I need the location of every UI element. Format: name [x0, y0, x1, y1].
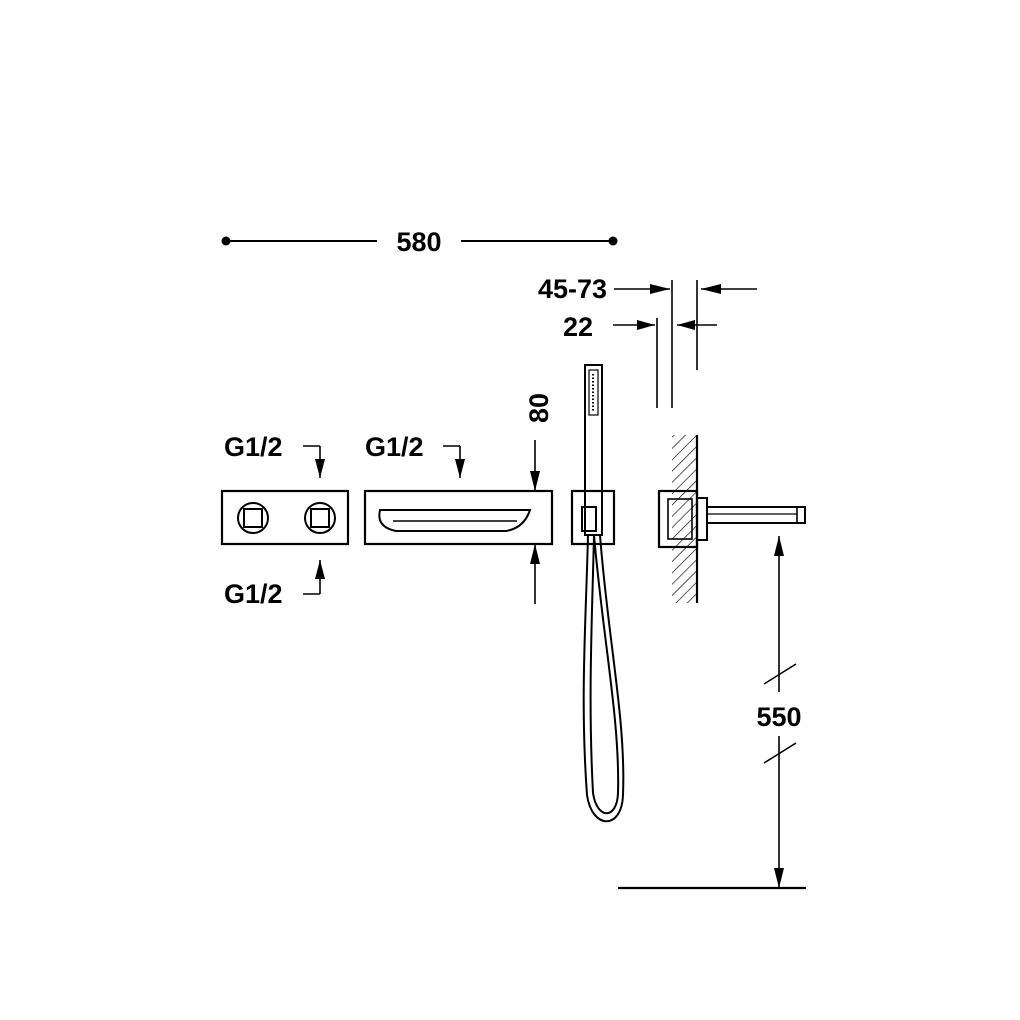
spout-height-dimension: 80: [524, 393, 554, 604]
mixer-plate: [220, 489, 350, 546]
spout-inlet-connection-label: G1/2: [365, 432, 424, 462]
spout-inlet-connection: G1/2: [365, 432, 465, 478]
overall-width-dimension: 580: [221, 227, 618, 257]
left-valve-knob: [237, 502, 269, 534]
hand-shower: [584, 364, 603, 536]
spout-height-label: 80: [524, 393, 554, 423]
spout-elevation-label: 550: [756, 702, 801, 732]
mixer-bottom-connection-label: G1/2: [224, 579, 283, 609]
spout-plate: [363, 489, 554, 546]
wall-section: [672, 435, 699, 603]
spout-elevation-dimension: 550: [742, 536, 812, 888]
mixer-bottom-connection: G1/2: [224, 560, 325, 609]
right-valve-knob: [304, 502, 336, 534]
wall-dimensions: 45-73 22: [538, 274, 757, 408]
shower-hose: [582, 534, 625, 823]
wall-range-label: 45-73: [538, 274, 607, 304]
overall-width-label: 580: [396, 227, 441, 257]
mixer-top-connection: G1/2: [224, 432, 325, 478]
wall-offset-label: 22: [563, 312, 593, 342]
spout-side-view: [657, 489, 806, 549]
mixer-top-connection-label: G1/2: [224, 432, 283, 462]
